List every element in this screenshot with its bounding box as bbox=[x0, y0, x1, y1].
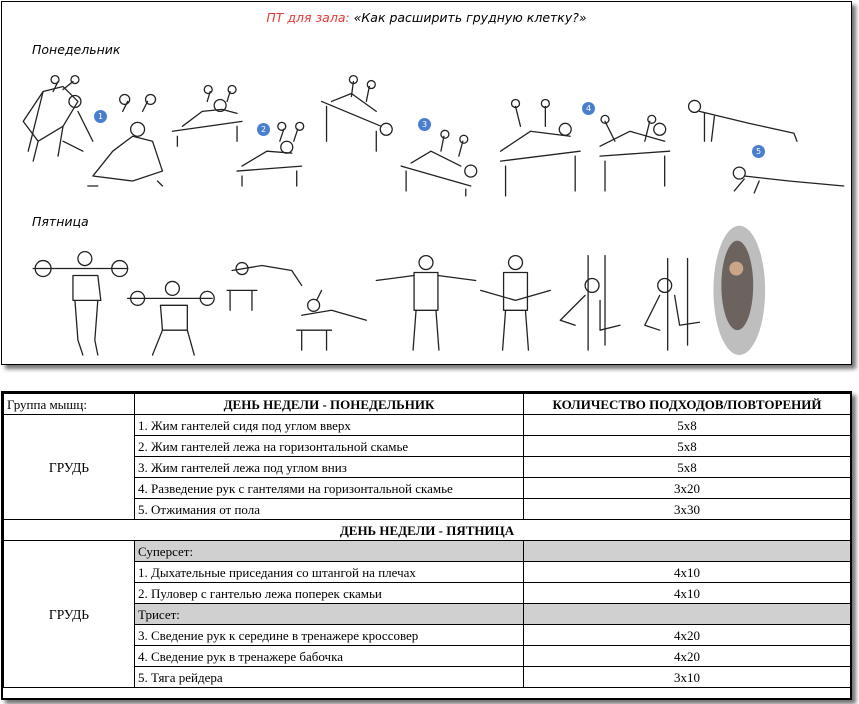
table-row: 2. Пуловер с гантелью лежа поперек скамь… bbox=[4, 582, 851, 604]
table-row: 3. Сведение рук к середине в тренажере к… bbox=[4, 624, 851, 646]
friday-label: Пятница bbox=[32, 214, 89, 229]
col-header-monday: ДЕНЬ НЕДЕЛИ - ПОНЕДЕЛЬНИК bbox=[134, 393, 524, 415]
exercise-name: 4. Разведение рук с гантелями на горизон… bbox=[134, 477, 524, 499]
exercise-name: 5. Отжимания от пола bbox=[134, 498, 524, 520]
incline-press-figure-2 bbox=[87, 93, 164, 187]
sets-reps: 3x20 bbox=[523, 477, 851, 499]
exercise-badge-3: 3 bbox=[418, 118, 431, 131]
workout-table: Группа мышц: ДЕНЬ НЕДЕЛИ - ПОНЕДЕЛЬНИК К… bbox=[3, 393, 851, 688]
exercise-name: 4. Сведение рук в тренажере бабочка bbox=[134, 645, 524, 667]
table-row: ГРУДЬ 1. Жим гантелей сидя под углом вве… bbox=[3, 414, 851, 520]
dumbbell-pullover-figure bbox=[226, 261, 367, 351]
exercise-name: 2. Жим гантелей лежа на горизонтальной с… bbox=[134, 435, 524, 457]
flat-bench-press-figure bbox=[171, 84, 305, 187]
table-row: ГРУДЬ Суперсет: bbox=[3, 540, 851, 688]
friday-muscle-group: ГРУДЬ bbox=[3, 540, 135, 688]
page-title: ПТ для зала: «Как расширить грудную клет… bbox=[2, 10, 851, 25]
table-row: 2. Жим гантелей лежа на горизонтальной с… bbox=[4, 435, 851, 457]
table-row: 4. Разведение рук с гантелями на горизон… bbox=[4, 477, 851, 499]
exercise-name: 3. Сведение рук к середине в тренажере к… bbox=[134, 624, 524, 646]
exercise-name: 1. Дыхательные приседания со штангой на … bbox=[134, 561, 524, 583]
friday-section-row: ДЕНЬ НЕДЕЛИ - ПЯТНИЦА bbox=[3, 519, 851, 541]
exercise-badge-1: 1 bbox=[94, 110, 107, 123]
title-prefix: ПТ для зала: bbox=[266, 10, 350, 25]
friday-section-title: ДЕНЬ НЕДЕЛИ - ПЯТНИЦА bbox=[3, 519, 851, 541]
monday-label: Понедельник bbox=[32, 42, 121, 57]
exercise-name: 2. Пуловер с гантелью лежа поперек скамь… bbox=[134, 582, 524, 604]
table-header-row: Группа мышц: ДЕНЬ НЕДЕЛИ - ПОНЕДЕЛЬНИК К… bbox=[3, 393, 851, 415]
cable-crossover-figures bbox=[375, 254, 551, 351]
col-header-sets: КОЛИЧЕСТВО ПОДХОДОВ/ПОВТОРЕНИЙ bbox=[523, 393, 851, 415]
sets-reps: 5x8 bbox=[523, 456, 851, 478]
sets-reps: 4x10 bbox=[523, 582, 851, 604]
sets-reps: 5x8 bbox=[523, 414, 851, 436]
sets-reps: 4x20 bbox=[523, 645, 851, 667]
sets-reps: 3x10 bbox=[523, 666, 851, 688]
exercise-badge-4: 4 bbox=[582, 102, 595, 115]
workout-table-panel: Группа мышц: ДЕНЬ НЕДЕЛИ - ПОНЕДЕЛЬНИК К… bbox=[1, 391, 852, 700]
col-header-group: Группа мышц: bbox=[3, 393, 135, 415]
title-text: «Как расширить грудную клетку?» bbox=[349, 10, 587, 25]
pec-deck-figures bbox=[559, 254, 701, 351]
superset-label-blank bbox=[523, 540, 851, 562]
exercise-illustration-panel: ПТ для зала: «Как расширить грудную клет… bbox=[1, 1, 852, 365]
triset-label-blank bbox=[523, 603, 851, 625]
exercise-name: 5. Тяга рейдера bbox=[134, 666, 524, 688]
photo-figure bbox=[713, 225, 766, 356]
sets-reps: 4x20 bbox=[523, 624, 851, 646]
exercise-name: 1. Жим гантелей сидя под углом вверх bbox=[134, 414, 524, 436]
exercise-badge-5: 5 bbox=[752, 145, 765, 158]
exercise-badge-2: 2 bbox=[257, 123, 270, 136]
monday-exercise-illustrations bbox=[22, 74, 845, 356]
table-row: 5. Тяга рейдера 3x10 bbox=[4, 666, 851, 688]
table-row: Трисет: bbox=[4, 603, 851, 625]
sets-reps: 4x10 bbox=[523, 561, 851, 583]
triset-label: Трисет: bbox=[134, 603, 524, 625]
sets-reps: 5x8 bbox=[523, 435, 851, 457]
exercise-name: 3. Жим гантелей лежа под углом вниз bbox=[134, 456, 524, 478]
table-row: 4. Сведение рук в тренажере бабочка 4x20 bbox=[4, 645, 851, 667]
decline-press-figure bbox=[320, 74, 478, 197]
sets-reps: 3x30 bbox=[523, 498, 851, 520]
push-up-figure bbox=[687, 99, 845, 194]
incline-press-figure-1 bbox=[22, 74, 94, 162]
monday-muscle-group: ГРУДЬ bbox=[3, 414, 135, 520]
table-row: 1. Дыхательные приседания со штангой на … bbox=[4, 561, 851, 583]
superset-label: Суперсет: bbox=[134, 540, 524, 562]
barbell-squat-figure bbox=[32, 250, 215, 356]
